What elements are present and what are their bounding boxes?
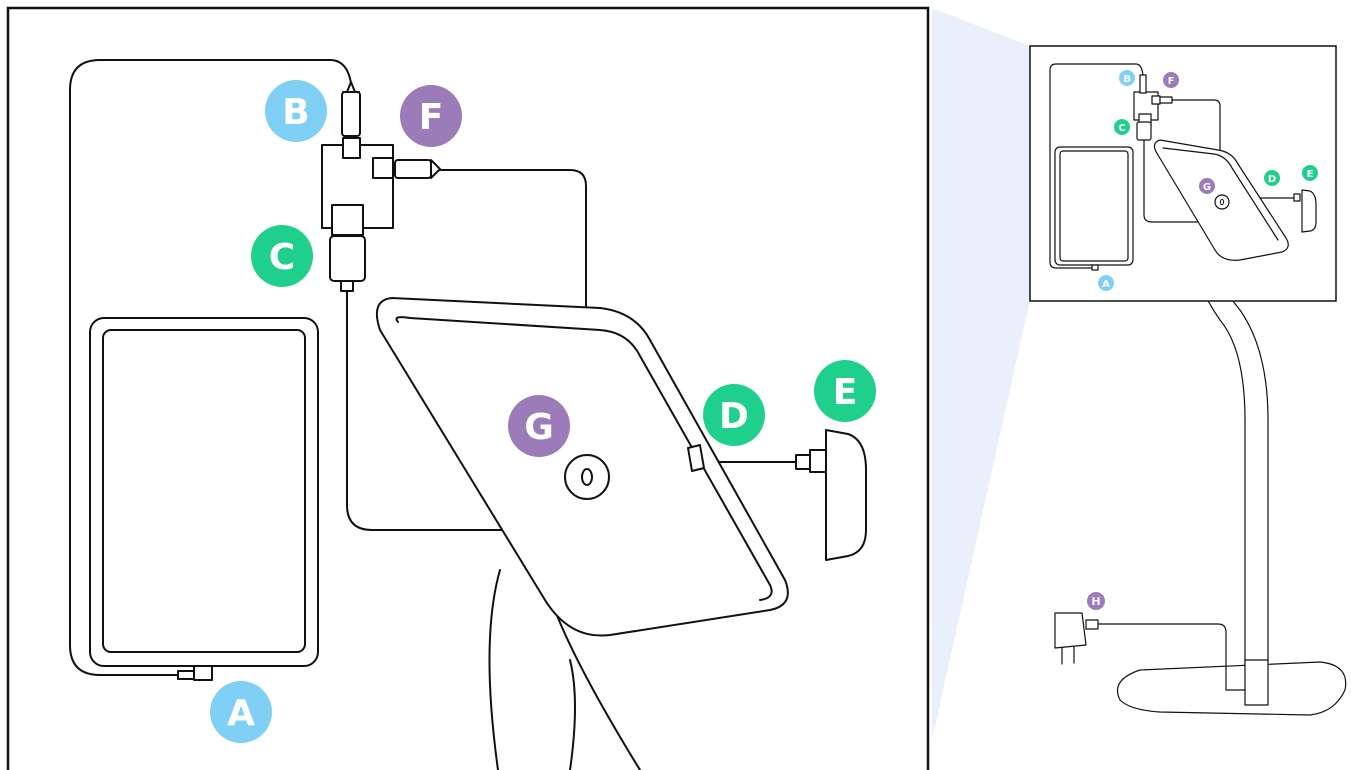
overview-stand: H B F xyxy=(1029,45,1347,716)
svg-text:C: C xyxy=(269,237,295,278)
badge-d: D xyxy=(703,384,765,446)
zoom-wedge xyxy=(932,8,1030,740)
inset-badge-e: E xyxy=(1302,165,1318,181)
inset-badge-f: F xyxy=(1163,72,1179,88)
badge-e: E xyxy=(814,360,876,422)
svg-text:A: A xyxy=(227,693,255,734)
svg-text:B: B xyxy=(1123,74,1131,85)
svg-text:G: G xyxy=(524,407,554,448)
usb-splitter-icon xyxy=(321,81,441,292)
power-plug-icon xyxy=(1054,612,1099,665)
svg-text:C: C xyxy=(1118,123,1125,134)
svg-text:E: E xyxy=(833,372,858,413)
kiosk-stand-icon xyxy=(376,297,789,637)
badge-h: H xyxy=(1087,592,1105,610)
inset-badge-g: G xyxy=(1199,178,1215,194)
svg-text:A: A xyxy=(1102,279,1110,290)
tablet-icon xyxy=(89,317,319,681)
svg-text:G: G xyxy=(1203,182,1211,193)
inset-badge-c: C xyxy=(1114,119,1130,135)
svg-text:F: F xyxy=(419,97,444,138)
card-reader-icon xyxy=(795,429,867,561)
badge-c: C xyxy=(251,225,313,287)
badge-b: B xyxy=(265,80,327,142)
detail-panel: B F C G D E A xyxy=(6,6,930,770)
badge-f: F xyxy=(400,85,462,147)
svg-text:D: D xyxy=(719,396,749,437)
cable-a-to-b xyxy=(69,59,353,676)
inset-badge-d: D xyxy=(1264,170,1280,186)
svg-text:H: H xyxy=(1091,595,1100,608)
svg-text:F: F xyxy=(1168,76,1175,87)
svg-text:D: D xyxy=(1268,174,1276,185)
inset-badge-a: A xyxy=(1098,275,1114,291)
cable-f-to-g xyxy=(439,169,587,481)
inset-badge-b: B xyxy=(1119,70,1135,86)
badge-g: G xyxy=(508,395,570,457)
svg-text:B: B xyxy=(282,92,309,133)
svg-text:E: E xyxy=(1307,169,1314,180)
badge-a: A xyxy=(210,681,272,743)
